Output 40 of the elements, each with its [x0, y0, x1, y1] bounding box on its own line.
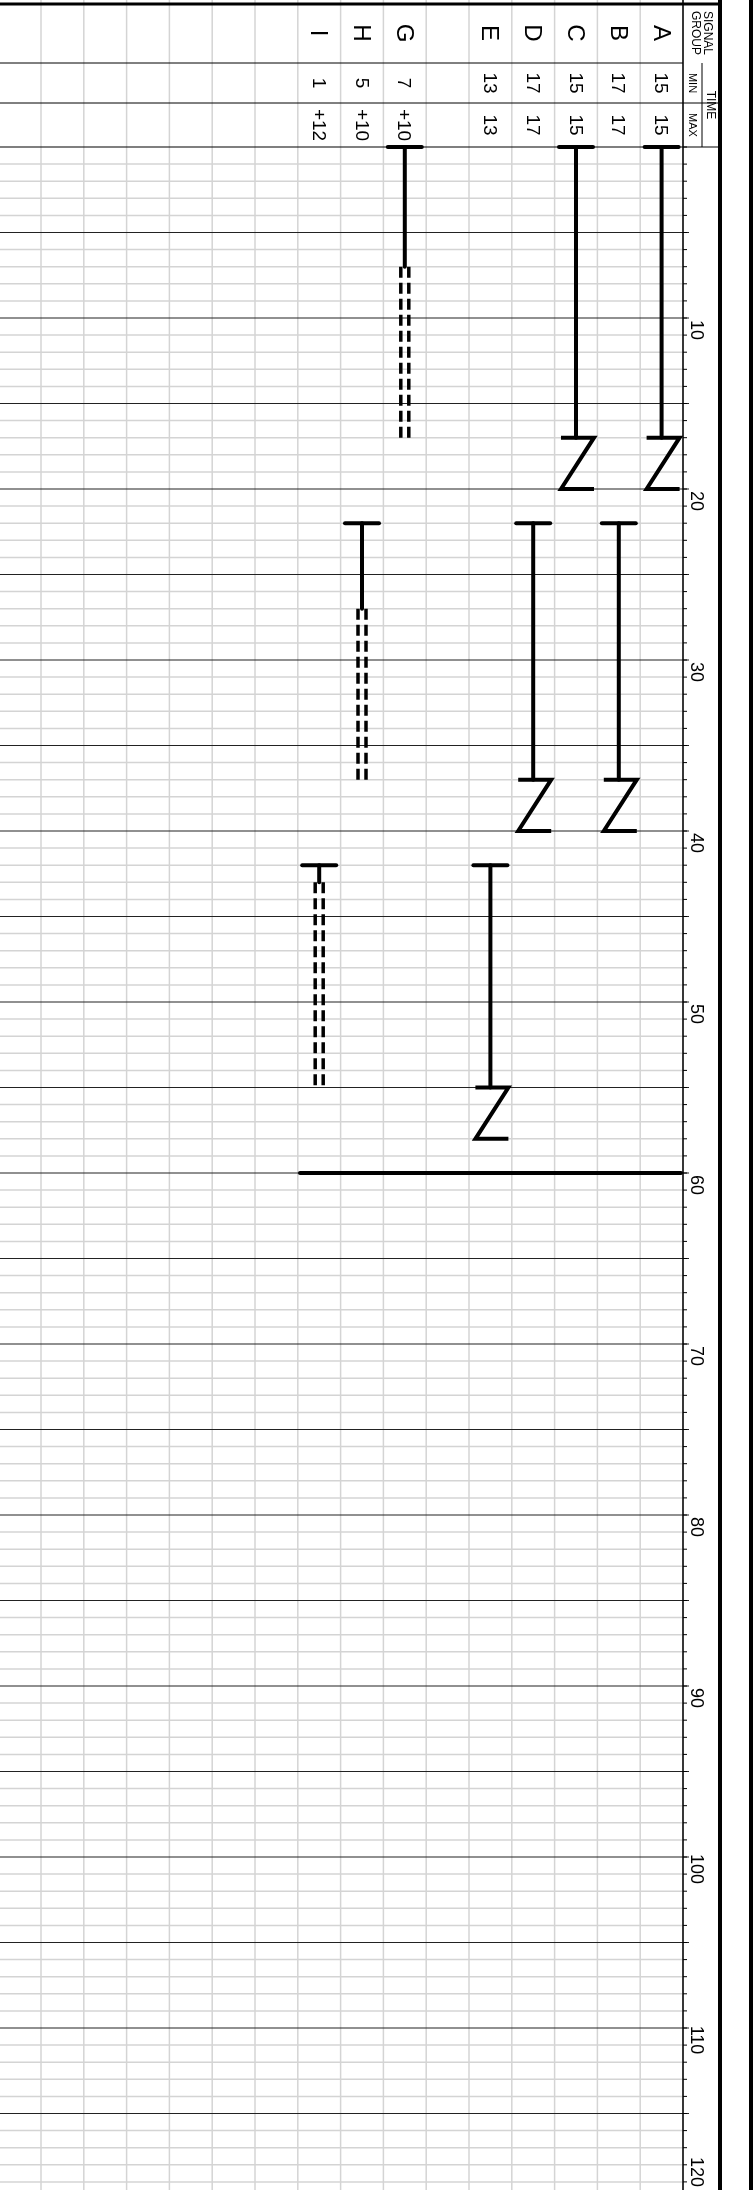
axis-number: 90 — [688, 1688, 706, 1708]
signal-group-label: G — [392, 23, 417, 43]
time-value: 1 — [309, 77, 329, 89]
axis-number: 30 — [688, 662, 706, 682]
time-value: 15 — [652, 114, 672, 136]
time-value: 17 — [609, 114, 629, 136]
axis-number: 100 — [688, 1854, 706, 1884]
time-value: 5 — [352, 77, 372, 89]
column-header: MAX — [686, 113, 698, 137]
time-value: +12 — [309, 108, 329, 142]
signal-group-label: A — [649, 25, 674, 41]
axis-number: 20 — [688, 491, 706, 511]
time-value: +10 — [395, 108, 415, 142]
axis-number: 80 — [688, 1517, 706, 1537]
signal-group-label: B — [606, 25, 631, 41]
signal-group-label: D — [521, 24, 546, 42]
signal-group-label: E — [478, 25, 503, 41]
time-value: 17 — [523, 72, 543, 94]
column-header: TIME — [705, 90, 717, 120]
signal-group-label: H — [350, 24, 374, 42]
time-value: +10 — [352, 108, 372, 142]
time-value: 17 — [609, 72, 629, 94]
axis-number: 120 — [688, 2157, 706, 2187]
axis-number: 50 — [688, 1004, 706, 1024]
signal-group-label: C — [564, 24, 588, 42]
time-value: 13 — [480, 72, 500, 94]
axis-number: 110 — [688, 2025, 706, 2055]
time-value: 15 — [652, 72, 672, 94]
column-header: MIN — [686, 72, 698, 94]
column-header: SIGNAL GROUP — [690, 10, 714, 57]
time-value: 7 — [395, 77, 415, 89]
axis-number: 60 — [688, 1175, 706, 1195]
time-value: 17 — [523, 114, 543, 136]
axis-number: 70 — [688, 1346, 706, 1366]
axis-number: 10 — [688, 320, 706, 340]
time-value: 13 — [480, 114, 500, 136]
time-value: 15 — [566, 114, 586, 136]
signal-group-label: I — [307, 29, 332, 37]
time-value: 15 — [566, 72, 586, 94]
axis-number: 40 — [688, 833, 706, 853]
